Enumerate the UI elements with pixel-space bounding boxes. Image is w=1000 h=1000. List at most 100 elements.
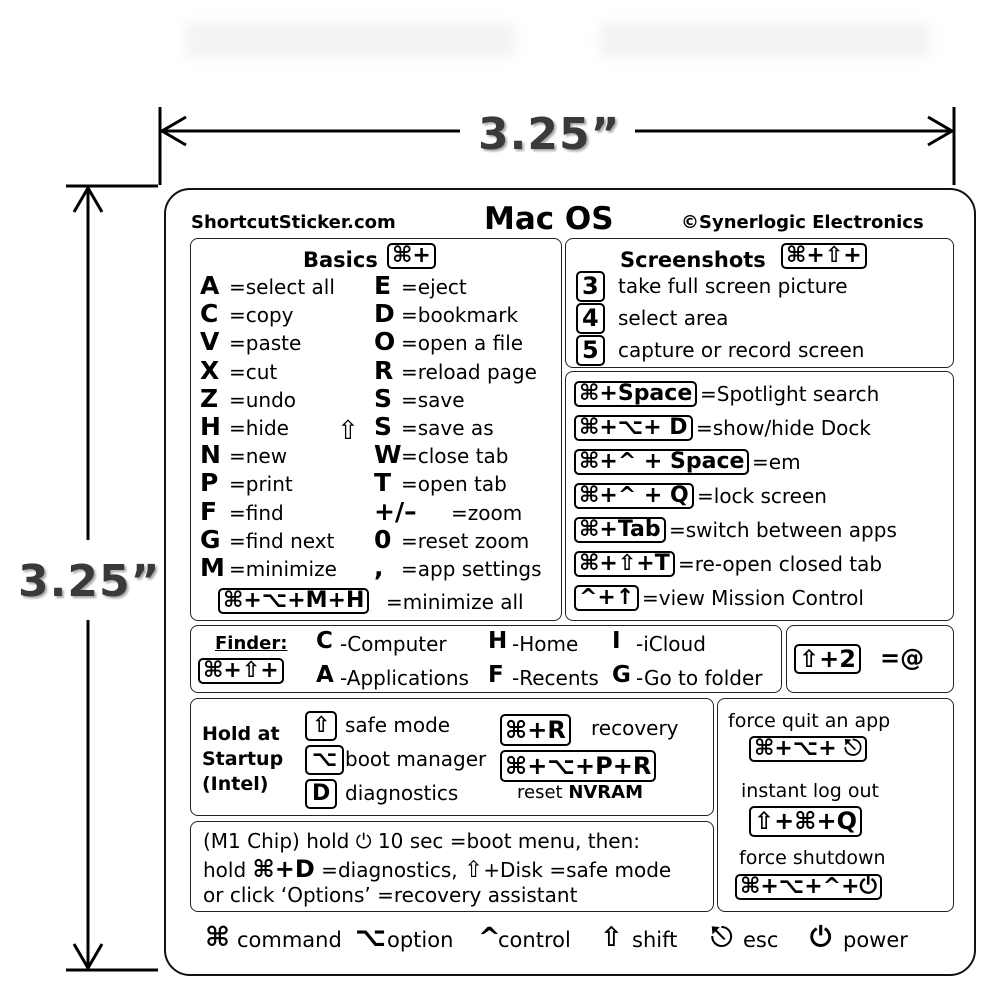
- finder-title: Finder:: [215, 633, 288, 654]
- shortcut-key: S: [374, 383, 393, 413]
- logout-label: instant log out: [741, 780, 879, 802]
- shortcut-key: H: [200, 412, 221, 441]
- screenshots-title: Screenshots: [620, 248, 766, 272]
- minimize-all-desc: =minimize all: [386, 590, 524, 614]
- shortcut-desc: =open a file: [401, 331, 524, 356]
- shortcut-sticker: [164, 188, 976, 976]
- nvram-desc-text: reset: [517, 782, 569, 803]
- system-shortcut-desc: =re-open closed tab: [678, 552, 883, 576]
- height-label: 3.25”: [18, 556, 161, 607]
- screenshot-key: 5: [576, 335, 605, 366]
- width-label: 3.25”: [478, 109, 621, 160]
- finder-desc: -iCloud: [636, 632, 706, 656]
- shortcut-key: X: [200, 355, 220, 385]
- screenshot-key: 4: [576, 303, 605, 334]
- system-shortcut-desc: =em: [752, 450, 801, 474]
- shortcut-desc: =hide: [229, 416, 289, 440]
- m1-line2-text: +Disk =safe mode: [483, 858, 672, 882]
- nvram-key: ⌘+⌥+P+R: [500, 750, 657, 782]
- finder-desc: -Applications: [340, 666, 469, 690]
- shortcut-key: P: [200, 468, 219, 498]
- system-shortcut-key: ⌘+⇧+T: [574, 551, 675, 577]
- shortcut-desc: =copy: [229, 303, 294, 328]
- startup-desc: safe mode: [345, 713, 451, 737]
- startup-title-line: Startup: [202, 748, 284, 770]
- at-sign-key: ⇧+2: [794, 644, 861, 674]
- shortcut-desc: =bookmark: [401, 303, 519, 328]
- power-icon: ⏻: [355, 829, 372, 853]
- startup-key: ⌥: [305, 745, 345, 775]
- shutdown-key: ⌘+⌥+^+⏻: [735, 874, 882, 900]
- m1-line3: or click ‘Options’ =recovery assistant: [203, 883, 578, 907]
- system-shortcut-key: ⌘+Tab: [574, 517, 666, 543]
- shortcut-key: G: [200, 524, 221, 554]
- startup-title-line: Hold at: [202, 723, 280, 745]
- m1-line1: (M1 Chip) hold ⏻ 10 sec =boot menu, then…: [203, 831, 640, 851]
- shortcut-desc: =save: [401, 387, 465, 412]
- finder-key: I: [612, 628, 621, 654]
- force-panel: [717, 698, 954, 912]
- shortcut-key: M: [200, 553, 225, 582]
- shortcut-desc: =minimize: [229, 557, 337, 581]
- finder-key: G: [612, 662, 631, 688]
- system-shortcut-key: ⌘+Space: [574, 381, 698, 407]
- shortcut-key: W: [374, 440, 402, 470]
- shortcut-key: A: [200, 271, 220, 300]
- m1-line2: hold ⌘+D =diagnostics, ⇧+Disk =safe mode: [203, 857, 671, 882]
- startup-panel: [190, 698, 714, 816]
- m1-line2-text: hold: [203, 858, 253, 882]
- shortcut-key: +/–: [374, 496, 417, 526]
- m1-line1-text: (M1 Chip) hold: [203, 829, 356, 853]
- shortcut-desc: =app settings: [401, 557, 542, 581]
- shortcut-desc: =cut: [229, 359, 278, 384]
- screenshots-modifier-key: ⌘+⇧+: [781, 243, 867, 269]
- shortcut-key: N: [200, 440, 221, 470]
- system-shortcut-desc: =view Mission Control: [642, 586, 864, 610]
- system-shortcut-key: ⌘+^ + Q: [574, 483, 694, 509]
- system-shortcut-desc: =switch between apps: [669, 518, 897, 542]
- system-shortcut-key: ⌘+⌥+ D: [574, 415, 693, 441]
- power-icon: ⏻: [810, 922, 832, 953]
- shortcut-desc: =eject: [401, 275, 467, 299]
- shutdown-label: force shutdown: [739, 847, 886, 869]
- shortcut-key: D: [374, 299, 395, 329]
- shortcut-key: T: [374, 468, 392, 498]
- legend-label: option: [387, 928, 454, 952]
- m1-panel: [190, 821, 714, 912]
- finder-desc: -Go to folder: [636, 666, 763, 690]
- blurred-strip: [185, 22, 515, 58]
- shortcut-desc: =save as: [401, 416, 494, 440]
- shortcut-desc: =reload page: [401, 359, 537, 384]
- finder-modifier-key: ⌘+⇧+: [198, 658, 284, 684]
- shortcut-key: Z: [200, 383, 219, 413]
- at-sign-panel: [786, 625, 954, 693]
- shortcut-desc: =select all: [229, 275, 335, 299]
- finder-key: H: [488, 628, 508, 654]
- copyright: ©Synerlogic Electronics: [681, 212, 924, 233]
- finder-desc: -Recents: [512, 666, 599, 690]
- startup-desc: diagnostics: [345, 781, 459, 805]
- shortcut-desc: =zoom: [451, 500, 523, 525]
- shortcut-desc: =new: [229, 444, 288, 469]
- shortcut-key: 0: [374, 524, 392, 554]
- shortcut-desc: =paste: [229, 331, 302, 356]
- shortcut-key: C: [200, 299, 219, 329]
- screenshots-panel: [565, 238, 954, 368]
- startup-title-line: (Intel): [202, 773, 269, 795]
- shift-icon: ⇧: [464, 857, 484, 883]
- screenshot-desc: capture or record screen: [618, 338, 865, 362]
- shortcut-desc: =reset zoom: [401, 528, 530, 553]
- minimize-all-key: ⌘+⌥+M+H: [218, 588, 370, 614]
- legend-label: command: [237, 928, 342, 952]
- legend-label: power: [843, 928, 908, 952]
- shortcut-desc: =close tab: [401, 444, 509, 469]
- nvram-desc: reset NVRAM: [517, 784, 643, 802]
- m1-diagnostics-key: ⌘+D: [252, 855, 315, 883]
- option-icon: ⌥: [355, 922, 387, 953]
- finder-key: F: [488, 662, 504, 688]
- system-shortcut-key: ⌘+^ + Space: [574, 449, 750, 475]
- finder-desc: -Home: [512, 632, 579, 656]
- shift-icon: ⇧: [600, 922, 623, 953]
- logout-key: ⇧+⌘+Q: [749, 806, 862, 837]
- shortcut-key: O: [374, 327, 396, 357]
